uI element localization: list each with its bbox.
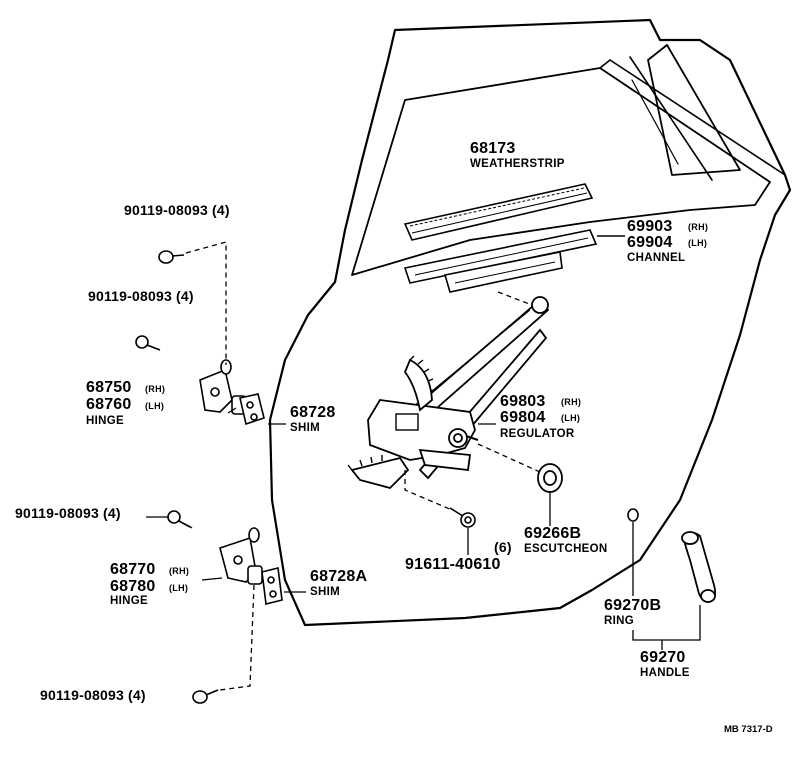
lower-hinge-part <box>219 527 263 585</box>
channel-rh-number: 69903 <box>627 218 673 235</box>
channel-name: CHANNEL <box>627 252 686 264</box>
screw-bottom-number: 90119-08093 (4) <box>40 687 146 703</box>
regulator-rh-number: 69803 <box>500 393 546 410</box>
screw-mid-number: 90119-08093 (4) <box>15 505 121 521</box>
channel-lh-number: 69904 <box>627 234 673 251</box>
door-panel-outline <box>268 18 792 627</box>
weatherstrip-name: WEATHERSTRIP <box>470 158 565 170</box>
channel-lh-tag: (LH) <box>688 238 708 248</box>
bolt-number: 91611-40610 <box>405 556 501 573</box>
upper-shim-number: 68728 <box>290 404 336 421</box>
lower-shim-name: SHIM <box>310 586 340 598</box>
escutcheon-part <box>537 463 563 493</box>
window-frame-outline <box>351 67 771 276</box>
upper-shim-name: SHIM <box>290 422 320 434</box>
weatherstrip-number: 68173 <box>470 140 516 157</box>
lower-hinge-rh-number: 68770 <box>110 561 156 578</box>
screw-top2-number: 90119-08093 (4) <box>88 288 194 304</box>
upper-hinge-lh-tag: (LH) <box>145 401 165 411</box>
channel-part <box>403 229 598 293</box>
ring-number: 69270B <box>604 597 662 614</box>
lower-shim-part <box>261 567 283 605</box>
handle-name: HANDLE <box>640 667 690 679</box>
upper-hinge-part <box>199 359 247 415</box>
ring-name: RING <box>604 615 634 627</box>
screw-part-bottom <box>192 689 219 704</box>
lower-hinge-name: HINGE <box>110 595 148 607</box>
screw-part-top2 <box>135 335 161 351</box>
handle-part <box>681 531 717 603</box>
upper-hinge-rh-number: 68750 <box>86 379 132 396</box>
upper-hinge-lh-number: 68760 <box>86 396 132 413</box>
quarter-window-outline <box>647 44 741 176</box>
weatherstrip-part <box>403 183 594 241</box>
channel-rh-tag: (RH) <box>688 222 709 232</box>
bolt-part <box>449 507 476 528</box>
upper-hinge-name: HINGE <box>86 415 124 427</box>
screw-top1-number: 90119-08093 (4) <box>124 202 230 218</box>
solid-leaders <box>146 407 701 650</box>
escutcheon-number: 69266B <box>524 525 582 542</box>
screw-part-top1 <box>158 250 185 264</box>
regulator-lh-tag: (LH) <box>561 413 581 423</box>
upper-hinge-rh-tag: (RH) <box>145 384 166 394</box>
regulator-lh-number: 69804 <box>500 409 546 426</box>
handle-number: 69270 <box>640 649 686 666</box>
ring-part <box>627 508 639 522</box>
escutcheon-name: ESCUTCHEON <box>524 543 608 555</box>
lower-hinge-rh-tag: (RH) <box>169 566 190 576</box>
lower-hinge-lh-number: 68780 <box>110 578 156 595</box>
upper-shim-part <box>239 393 265 426</box>
regulator-name: REGULATOR <box>500 428 575 440</box>
dashed-leaders <box>185 241 541 691</box>
bolt-qty: (6) <box>494 539 512 555</box>
screw-part-mid <box>167 510 191 528</box>
regulator-part <box>347 296 550 490</box>
lower-shim-number: 68728A <box>310 568 368 585</box>
drawing-code: MB 7317-D <box>724 724 773 735</box>
lower-hinge-lh-tag: (LH) <box>169 583 189 593</box>
regulator-rh-tag: (RH) <box>561 397 582 407</box>
